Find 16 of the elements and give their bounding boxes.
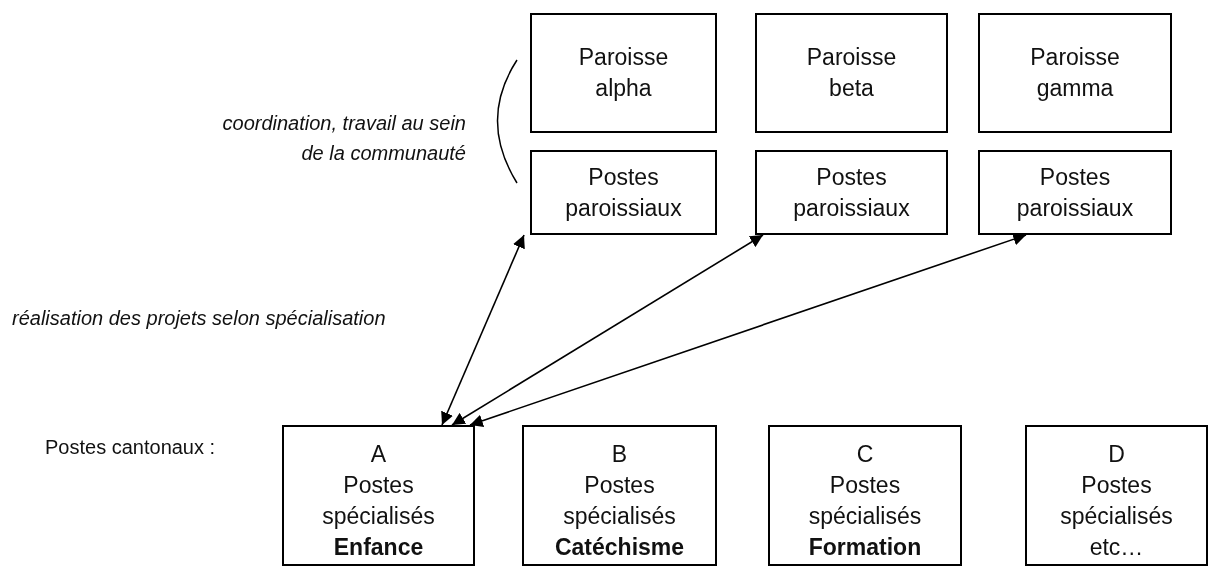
row-label: Postes cantonaux : — [45, 435, 216, 460]
specialised-post-box: A Postes spécialisés Enfance — [282, 425, 475, 566]
specialised-post-box: D Postes spécialisés etc… — [1025, 425, 1208, 566]
parish-post-box: Postes paroissiaux — [755, 150, 948, 235]
specialised-post-box: C Postes spécialisés Formation — [768, 425, 962, 566]
double-arrow — [441, 234, 525, 426]
specialised-post-box: B Postes spécialisés Catéchisme — [522, 425, 717, 566]
parish-box: Paroisse alpha — [530, 13, 717, 133]
parish-box: Paroisse beta — [755, 13, 948, 133]
double-arrow — [469, 233, 1027, 427]
parish-post-box: Postes paroissiaux — [978, 150, 1172, 235]
parish-post-box: Postes paroissiaux — [530, 150, 717, 235]
parish-box: Paroisse gamma — [978, 13, 1172, 133]
annotation: réalisation des projets selon spécialisation — [12, 306, 386, 331]
double-arrow — [451, 234, 764, 426]
annotation: coordination, travail au sein de la communauté — [221, 111, 466, 166]
